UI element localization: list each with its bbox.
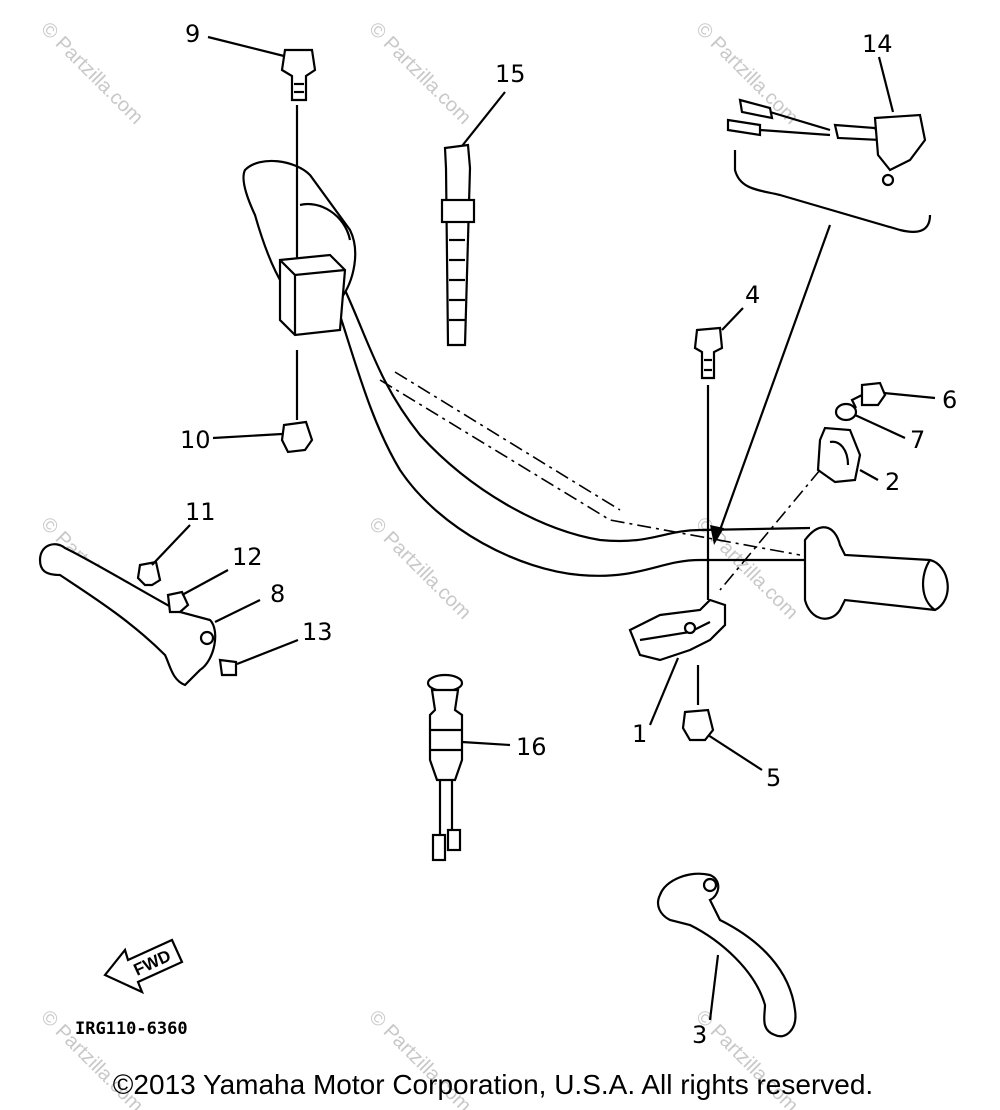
- part-1-bracket: [628, 598, 727, 726]
- diagram-code: IRG110-6360: [75, 1019, 188, 1039]
- part-14-switch: [710, 56, 932, 545]
- part-9-bolt: [207, 35, 317, 275]
- part-7-washer: [834, 402, 906, 439]
- label-5: 5: [766, 764, 781, 792]
- label-16: 16: [516, 733, 547, 761]
- label-2: 2: [885, 468, 900, 496]
- watermark: © Partzilla.com: [36, 18, 147, 129]
- label-13: 13: [302, 618, 333, 646]
- watermark: © Partzilla.com: [364, 18, 475, 129]
- part-12-nut: [166, 569, 229, 614]
- label-7: 7: [910, 426, 925, 454]
- part-2-clamp: [719, 426, 879, 591]
- label-14: 14: [862, 30, 893, 58]
- copyright-notice: ©2013 Yamaha Motor Corporation, U.S.A. A…: [113, 1069, 873, 1100]
- label-8: 8: [270, 580, 285, 608]
- part-6-screw: [850, 381, 936, 409]
- part-8-lever: [38, 543, 261, 687]
- label-9: 9: [185, 20, 200, 48]
- label-4: 4: [745, 281, 760, 309]
- part-5-nut: [681, 665, 763, 771]
- label-6: 6: [942, 386, 957, 414]
- label-3: 3: [692, 1021, 707, 1049]
- part-3-lever: [656, 872, 797, 1038]
- label-10: 10: [180, 426, 211, 454]
- part-13-screw: [218, 638, 299, 677]
- label-12: 12: [232, 543, 263, 571]
- label-11: 11: [185, 498, 216, 526]
- part-11-bolt: [136, 524, 191, 587]
- part-clamp-block: [278, 253, 347, 337]
- label-1: 1: [632, 720, 647, 748]
- part-10-nut: [212, 350, 314, 454]
- fwd-arrow-icon: FWD: [103, 938, 184, 995]
- part-15-cable-tie: [440, 91, 506, 347]
- part-16-switch: [426, 673, 511, 862]
- handlebar: [242, 159, 949, 620]
- label-15: 15: [495, 60, 526, 88]
- part-labels: 9 15 14 4 6 7 2 10 11 12 8 13 1 16 5 3: [180, 20, 957, 1049]
- part-4-bolt: [693, 307, 744, 600]
